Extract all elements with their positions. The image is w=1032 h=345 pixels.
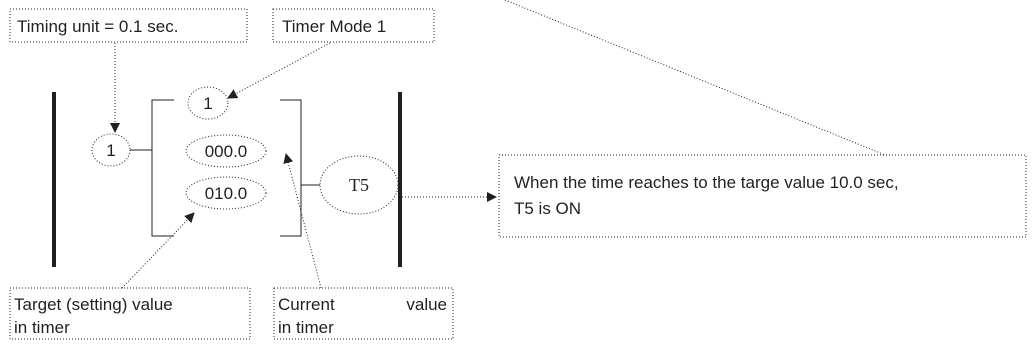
- target-value-arrow: [121, 212, 195, 289]
- output-coil-oval: [319, 155, 399, 215]
- current-value-callout: Current value in timer: [273, 287, 454, 340]
- target-value-oval: [185, 176, 267, 210]
- timer-mode-arrow: [227, 42, 331, 99]
- target-value-callout: Target (setting) value in timer: [9, 287, 251, 340]
- timer-mode-callout: Timer Mode 1: [272, 8, 435, 43]
- target-value-label-line-2: in timer: [14, 318, 70, 337]
- timing-unit-label: Timing unit = 0.1 sec.: [17, 17, 178, 36]
- mode-operand-value: 1: [203, 94, 212, 113]
- current-value-oval: [185, 134, 267, 168]
- target-value-operand: 010.0: [205, 184, 248, 203]
- timer-mode-label: Timer Mode 1: [282, 17, 386, 36]
- current-value-label-word-1: Current: [278, 295, 335, 314]
- unit-operand-value: 1: [106, 141, 115, 160]
- current-value-arrow: [283, 153, 322, 289]
- current-value-label-line-2: in timer: [278, 318, 334, 337]
- note-leader-line: [504, 0, 886, 156]
- right-power-rail: [398, 92, 402, 267]
- output-note-callout: When the time reaches to the targe value…: [498, 154, 1027, 238]
- mode-operand-circle: [187, 86, 229, 120]
- note-line-2: T5 is ON: [514, 199, 581, 218]
- timing-unit-callout: Timing unit = 0.1 sec.: [9, 8, 248, 43]
- left-bracket: [151, 99, 174, 237]
- right-bracket: [280, 99, 302, 237]
- current-value-label-word-2: value: [406, 295, 447, 314]
- note-line-1: When the time reaches to the targe value…: [514, 173, 899, 192]
- target-value-label-line-1: Target (setting) value: [14, 295, 173, 314]
- left-power-rail: [52, 92, 56, 267]
- output-coil-label: T5: [349, 175, 369, 195]
- current-value-operand: 000.0: [205, 142, 248, 161]
